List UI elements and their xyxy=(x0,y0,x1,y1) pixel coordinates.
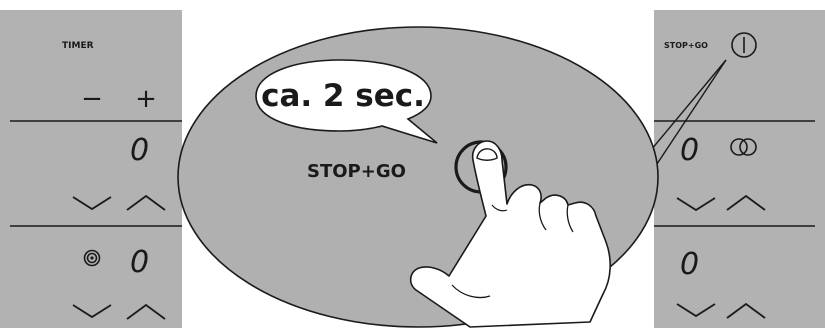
timer-display: 0 xyxy=(130,133,149,168)
speech-bubble-shape xyxy=(255,59,438,144)
chevron-up-icon xyxy=(126,303,166,320)
chevron-down-icon xyxy=(72,196,112,211)
timer-label: TIMER xyxy=(62,41,94,51)
plus-symbol: + xyxy=(135,84,157,114)
zone2-down-button[interactable] xyxy=(676,303,716,318)
chevron-down-icon xyxy=(676,197,716,212)
dual-zone-icon xyxy=(730,138,757,156)
zone1-up-button[interactable] xyxy=(726,194,766,211)
timer-down-button[interactable] xyxy=(72,196,112,211)
zone2-up-button[interactable] xyxy=(726,302,766,319)
stopgo-label: STOP+GO xyxy=(664,41,708,50)
left-panel-background xyxy=(0,10,182,328)
right-control-panel: STOP+GO 0 0 xyxy=(654,10,825,328)
stopgo-button-label: STOP+GO xyxy=(307,161,406,182)
zoom-pointer-lines xyxy=(640,59,727,177)
timer-minus-button[interactable]: − xyxy=(81,84,103,114)
chevron-down-icon xyxy=(72,304,112,319)
zoom-detail: ca. 2 sec. STOP+GO xyxy=(177,26,659,328)
zone1-display: 0 xyxy=(680,133,699,168)
dual-zone-button[interactable] xyxy=(730,138,757,156)
zone-down-button[interactable] xyxy=(72,304,112,319)
chevron-up-icon xyxy=(726,302,766,319)
hand-icon xyxy=(409,140,611,328)
power-icon xyxy=(731,32,757,58)
stopgo-power-button[interactable] xyxy=(731,32,757,58)
chevron-down-icon xyxy=(676,303,716,318)
zone1-down-button[interactable] xyxy=(676,197,716,212)
minus-symbol: − xyxy=(81,84,103,114)
speech-bubble: ca. 2 sec. xyxy=(255,59,438,144)
zone2-display: 0 xyxy=(680,247,699,282)
chevron-up-icon xyxy=(726,194,766,211)
timer-up-button[interactable] xyxy=(126,194,166,211)
right-panel-background xyxy=(654,10,825,328)
timer-plus-button[interactable]: + xyxy=(135,84,157,114)
zone-display: 0 xyxy=(130,245,149,280)
speech-bubble-text: ca. 2 sec. xyxy=(261,78,425,114)
heating-zone-icon xyxy=(83,249,101,267)
left-control-panel: TIMER − + 0 0 xyxy=(0,10,182,328)
chevron-up-icon xyxy=(126,194,166,211)
zone-up-button[interactable] xyxy=(126,303,166,320)
